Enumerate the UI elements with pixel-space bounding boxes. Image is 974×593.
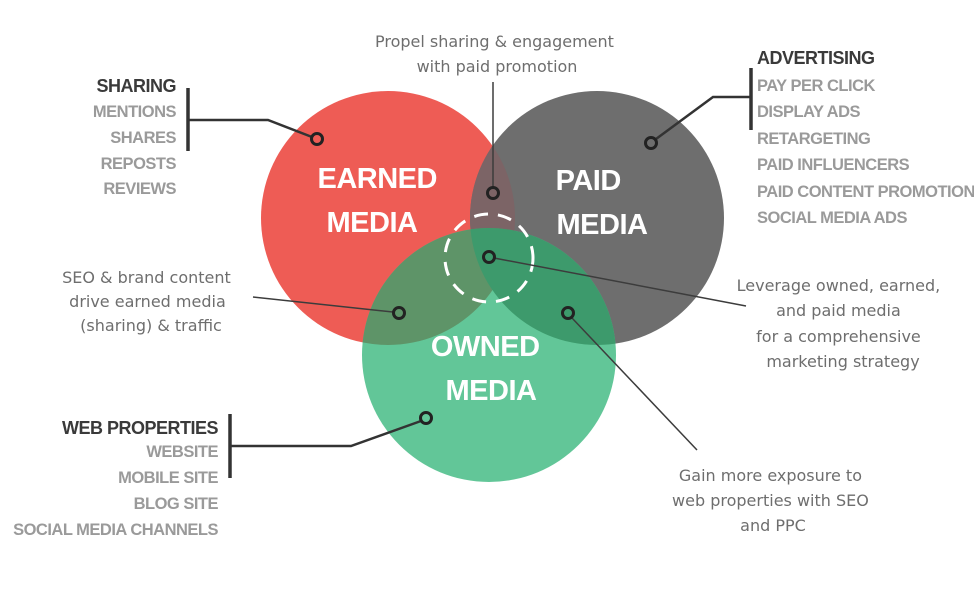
- paid-media-node: [644, 136, 658, 150]
- sharing-heading: SHARING: [96, 76, 176, 96]
- seo-note-line-2: drive earned media: [69, 292, 226, 311]
- earned-media-label: EARNED MEDIA: [317, 163, 444, 239]
- center-node: [482, 250, 496, 264]
- advertising-heading: ADVERTISING: [757, 48, 875, 68]
- exposure-connector: [571, 317, 698, 451]
- owned-label-line-1: OWNED: [431, 331, 540, 363]
- paid-label-line-1: PAID: [556, 165, 621, 197]
- advertising-item: SOCIAL MEDIA ADS: [757, 209, 907, 227]
- web-properties-item: WEBSITE: [146, 443, 218, 461]
- seo-note-line-3: (sharing) & traffic: [80, 316, 222, 335]
- seo-connector: [252, 296, 394, 313]
- leverage-connector: [493, 257, 747, 307]
- owned-media-label: OWNED MEDIA: [431, 331, 547, 407]
- sharing-item: REPOSTS: [101, 155, 177, 173]
- seo-note-line-1: SEO & brand content: [62, 268, 231, 287]
- advertising-item: PAID CONTENT PROMOTION: [757, 183, 974, 201]
- leverage-note-line-4: marketing strategy: [766, 352, 919, 371]
- seo-note: SEO & brand content drive earned media (…: [62, 268, 236, 335]
- sharing-item: REVIEWS: [103, 180, 176, 198]
- leverage-note: Leverage owned, earned, and paid media f…: [737, 276, 946, 371]
- owned-media-node: [419, 411, 433, 425]
- web-properties-connector: [230, 419, 422, 448]
- paid-promotion-note: Propel sharing & engagement with paid pr…: [375, 32, 619, 76]
- leverage-note-line-1: Leverage owned, earned,: [737, 276, 941, 295]
- leverage-note-line-2: and paid media: [776, 301, 901, 320]
- web-properties-list: WEB PROPERTIES WEBSITE MOBILE SITE BLOG …: [13, 418, 219, 539]
- web-properties-item: SOCIAL MEDIA CHANNELS: [13, 521, 218, 539]
- paid-owned-overlap: [470, 228, 616, 345]
- advertising-connector: [655, 95, 751, 141]
- earned-owned-overlap: [362, 228, 515, 345]
- advertising-item: PAID INFLUENCERS: [757, 156, 910, 174]
- leverage-note-line-3: for a comprehensive: [756, 327, 921, 346]
- paid-promotion-note-line-1: Propel sharing & engagement: [375, 32, 614, 51]
- sharing-list: SHARING MENTIONS SHARES REPOSTS REVIEWS: [93, 76, 177, 198]
- exposure-note: Gain more exposure to web properties wit…: [672, 466, 874, 535]
- paid-promotion-note-line-2: with paid promotion: [417, 57, 578, 76]
- advertising-item: RETARGETING: [757, 130, 870, 148]
- paid-media-label: PAID MEDIA: [556, 165, 648, 241]
- owned-label-line-2: MEDIA: [446, 375, 538, 407]
- web-properties-item: MOBILE SITE: [118, 469, 218, 487]
- sharing-connector: [188, 118, 313, 139]
- web-properties-heading: WEB PROPERTIES: [62, 418, 219, 438]
- center-overlap-dashed-ring: [443, 212, 535, 304]
- exposure-note-line-3: and PPC: [740, 516, 806, 535]
- advertising-item: DISPLAY ADS: [757, 103, 861, 121]
- web-properties-item: BLOG SITE: [134, 495, 219, 513]
- paid-owned-node: [561, 306, 575, 320]
- exposure-note-line-1: Gain more exposure to: [679, 466, 862, 485]
- earned-label-line-1: EARNED: [317, 163, 436, 195]
- earned-paid-node: [486, 186, 500, 200]
- paid-label-line-2: MEDIA: [557, 209, 649, 241]
- advertising-list: ADVERTISING PAY PER CLICK DISPLAY ADS RE…: [757, 48, 974, 227]
- advertising-item: PAY PER CLICK: [757, 77, 875, 95]
- earned-label-line-2: MEDIA: [327, 207, 419, 239]
- earned-media-node: [310, 132, 324, 146]
- exposure-note-line-2: web properties with SEO: [672, 491, 869, 510]
- earned-owned-node: [392, 306, 406, 320]
- sharing-item: SHARES: [110, 129, 176, 147]
- sharing-item: MENTIONS: [93, 103, 177, 121]
